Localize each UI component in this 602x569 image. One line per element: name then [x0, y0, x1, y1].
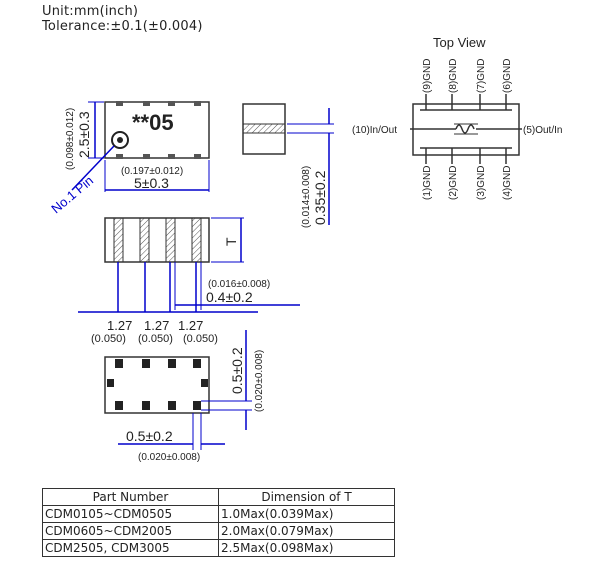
pad-h-mm: 0.5±0.2	[126, 428, 173, 444]
pitch-1-inch: (0.050)	[91, 333, 126, 345]
side-inch: (0.014±0.008)	[301, 166, 312, 228]
pin1-label: No.1 Pin	[48, 173, 96, 217]
table-header-dimension: Dimension of T	[218, 488, 395, 506]
height-inch: (0.098±0.012)	[65, 108, 76, 170]
part-marking: **05	[132, 110, 174, 135]
pin-9-label: (9)GND	[422, 59, 433, 93]
pin-10-label: (10)In/Out	[352, 125, 397, 136]
pin-5-label: (5)Out/In	[523, 125, 562, 136]
pitch-3-inch: (0.050)	[183, 333, 218, 345]
term-inch: (0.016±0.008)	[208, 279, 270, 290]
front-view: **05 No.1 Pin (0.098±0.012) 2.5±0.3 (0.1…	[48, 101, 210, 217]
pin-6-label: (6)GND	[502, 59, 513, 93]
table-row: CDM0105~CDM0505 1.0Max(0.039Max)	[42, 505, 395, 523]
bottom-view: 0.5±0.2 (0.020±0.008) 0.5±0.2 (0.020±0.0…	[104, 330, 265, 463]
pin-7-label: (7)GND	[476, 59, 487, 93]
thickness-label: T	[223, 237, 239, 246]
pin-4-label: (4)GND	[502, 166, 513, 200]
table-cell: 2.0Max(0.079Max)	[218, 522, 395, 540]
pitch-3-mm: 1.27	[178, 318, 203, 333]
pad-v-inch: (0.020±0.008)	[254, 350, 265, 412]
table-cell: CDM2505, CDM3005	[42, 539, 219, 557]
table-header-row: Part Number Dimension of T	[42, 488, 395, 506]
pin-8-label: (8)GND	[448, 59, 459, 93]
side-view: (0.014±0.008) 0.35±0.2	[242, 103, 334, 228]
table-row: CDM0605~CDM2005 2.0Max(0.079Max)	[42, 522, 395, 540]
pin-2-label: (2)GND	[448, 166, 459, 200]
pad-h-inch: (0.020±0.008)	[138, 452, 200, 463]
table-cell: CDM0605~CDM2005	[42, 522, 219, 540]
pin-1-label: (1)GND	[422, 166, 433, 200]
pin-3-label: (3)GND	[476, 166, 487, 200]
terminal-view: T (0.016±0.008) 0.4±0.2 1.27 1.27 1.27 (…	[78, 217, 300, 345]
top-view-schematic: Top View (9)GND (8)GND (7)GND (6)GND (1)…	[352, 35, 562, 200]
width-inch: (0.197±0.012)	[121, 166, 183, 177]
term-mm: 0.4±0.2	[206, 289, 253, 305]
table-cell: 2.5Max(0.098Max)	[218, 539, 395, 557]
table-cell: 1.0Max(0.039Max)	[218, 505, 395, 523]
table-row: CDM2505, CDM3005 2.5Max(0.098Max)	[42, 539, 395, 557]
pad-v-mm: 0.5±0.2	[229, 347, 245, 394]
pitch-2-inch: (0.050)	[138, 333, 173, 345]
table-cell: CDM0105~CDM0505	[42, 505, 219, 523]
top-view-title: Top View	[433, 35, 486, 50]
table-header-part-number: Part Number	[42, 488, 219, 506]
side-mm: 0.35±0.2	[312, 170, 328, 225]
height-mm: 2.5±0.3	[76, 111, 92, 158]
pitch-1-mm: 1.27	[107, 318, 132, 333]
unit-label: Unit:mm(inch)	[42, 4, 139, 19]
dimension-table: Part Number Dimension of T CDM0105~CDM05…	[42, 488, 395, 557]
pitch-2-mm: 1.27	[144, 318, 169, 333]
tolerance-label: Tolerance:±0.1(±0.004)	[42, 19, 203, 34]
width-mm: 5±0.3	[134, 175, 169, 191]
